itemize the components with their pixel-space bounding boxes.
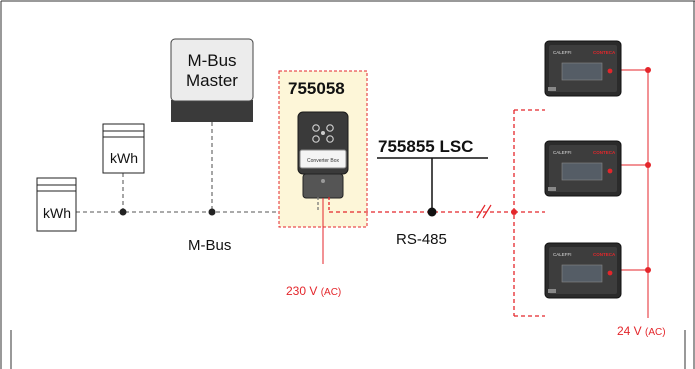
power-node-3 (645, 267, 651, 273)
power-node-2 (645, 162, 651, 168)
master-label-line2: Master (186, 71, 238, 90)
display-unit-3: CALEFFI CONTECA (544, 242, 622, 299)
display-unit-1: CALEFFI CONTECA (544, 40, 622, 97)
meter-mid-label: kWh (110, 150, 138, 166)
mbus-node-1 (119, 208, 127, 216)
master-label-line1: M-Bus (187, 51, 236, 70)
rs485-node (511, 209, 517, 215)
energy-meter-left (36, 177, 77, 232)
converter-screen-text: Converter Box (307, 158, 339, 164)
cable-model-label: 755855 LSC (378, 137, 473, 156)
cable-break-mark-2 (482, 204, 492, 219)
cable-break-mark-1 (476, 204, 486, 219)
energy-meter-mid (102, 123, 145, 174)
power-converter-label: 230 V (AC) (286, 284, 341, 298)
display-unit-2: CALEFFI CONTECA (544, 140, 622, 197)
mbus-node-2 (208, 208, 216, 216)
mbus-label: M-Bus (188, 237, 231, 254)
converter-device (297, 111, 349, 199)
converter-model-label: 755058 (288, 79, 345, 98)
power-node-1 (645, 67, 651, 73)
display-brand-left: CALEFFI (553, 50, 572, 55)
display-brand-right: CONTECA (593, 150, 616, 155)
cable-node (427, 207, 437, 217)
display-brand-right: CONTECA (593, 252, 616, 257)
display-brand-left: CALEFFI (553, 252, 572, 257)
rs485-label: RS-485 (396, 231, 447, 248)
display-brand-right: CONTECA (593, 50, 616, 55)
power-displays-label: 24 V (AC) (617, 324, 666, 338)
meter-left-label: kWh (43, 205, 71, 221)
display-brand-left: CALEFFI (553, 150, 572, 155)
mbus-master-device (170, 38, 254, 122)
